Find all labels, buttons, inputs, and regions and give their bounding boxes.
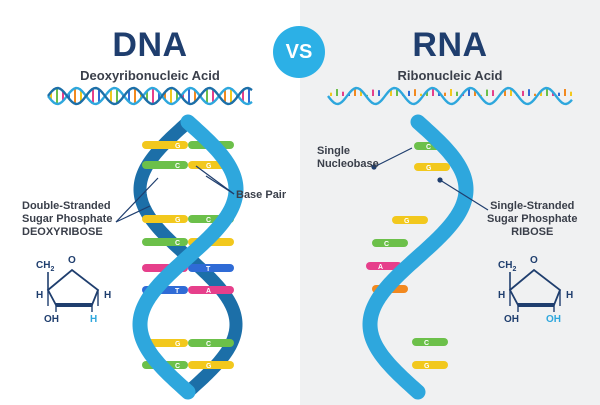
callout-lines xyxy=(115,147,489,223)
rna-strand-callout xyxy=(439,179,489,211)
rna-base: G xyxy=(414,163,450,172)
rna-strand-label-line1: Single-Stranded xyxy=(490,200,575,212)
dna-sugar-h-bottom: H xyxy=(90,314,97,325)
rna-base-bar xyxy=(372,239,408,247)
dna-strand-label-line1: Double-Stranded xyxy=(22,200,111,212)
rna-base-letter: G xyxy=(426,165,432,172)
rna-base: G xyxy=(412,361,448,370)
rna-base-letter: G xyxy=(404,218,410,225)
dna-sugar-h-right: H xyxy=(104,290,111,301)
dna-base-letter-left: C xyxy=(175,363,180,370)
dna-strand-callout-2 xyxy=(115,177,159,223)
dna-strand-callout xyxy=(115,205,151,223)
mini-strand-2 xyxy=(47,86,253,106)
rna-sugar-h-right: H xyxy=(566,290,573,301)
dna-base-letter-left: G xyxy=(175,341,181,348)
mini-dna-icon xyxy=(47,86,253,106)
rna-sugar-oh-bottom: OH xyxy=(546,314,561,325)
nucleobase-label-line2: Nucleobase xyxy=(317,158,379,170)
rna-panel xyxy=(300,0,600,405)
svg-text:CH2: CH2 xyxy=(498,260,516,273)
rna-base-letter: C xyxy=(424,340,429,347)
dna-base-right xyxy=(188,339,234,347)
rna-strand xyxy=(362,114,474,400)
dna-subtitle: Deoxyribonucleic Acid xyxy=(80,68,220,83)
dna-base-letter-right: T xyxy=(206,266,211,273)
mini-strand xyxy=(47,86,253,106)
rna-strand-label-line2: Sugar Phosphate xyxy=(487,213,578,225)
mini-rna-icon xyxy=(327,86,573,106)
rna-strand-label-line3: RIBOSE xyxy=(511,226,554,238)
rna-strand-label: Single-Stranded Sugar Phosphate RIBOSE xyxy=(487,200,577,239)
rna-base: A xyxy=(366,262,402,271)
rna-base-bar xyxy=(366,262,402,270)
dna-base-left xyxy=(142,238,188,246)
dna-base-right xyxy=(188,286,234,294)
rna-strand-callout-dot xyxy=(437,177,443,183)
base-pair-label: Base Pair xyxy=(236,189,287,201)
rna-base-letter: C xyxy=(384,241,389,248)
dna-strand-front xyxy=(132,114,244,400)
rna-base-bar xyxy=(412,338,448,346)
dna-base-letter-left: G xyxy=(175,217,181,224)
rna-base-letter: C xyxy=(426,144,431,151)
rna-sugar-oh: OH xyxy=(504,314,519,325)
dna-base-letter-left: T xyxy=(175,288,180,295)
rna-base-bar xyxy=(414,163,450,171)
dna-sugar-ch2: CH xyxy=(36,260,50,271)
mini-strand xyxy=(327,86,573,106)
dna-title: DNA xyxy=(112,26,188,64)
dna-base-letter-right: G xyxy=(206,363,212,370)
rna-base-bar xyxy=(392,216,428,224)
dna-base-right xyxy=(188,264,234,272)
rna-title: RNA xyxy=(412,26,488,64)
rna-base: G xyxy=(392,216,428,225)
dna-sugar-o: O xyxy=(68,255,76,266)
dna-strand-label-line2: Sugar Phosphate xyxy=(22,213,113,225)
dna-base-letter-right: G xyxy=(206,163,212,170)
rna-sugar-ch2: CH xyxy=(498,260,512,271)
vs-badge: VS xyxy=(273,26,325,78)
dna-strand-label: Double-Stranded Sugar Phosphate DEOXYRIB… xyxy=(22,200,112,239)
svg-text:CH2: CH2 xyxy=(36,260,54,273)
rna-sugar-h-left: H xyxy=(498,290,505,301)
rna-base: C xyxy=(412,338,448,347)
rna-base-bar xyxy=(412,361,448,369)
dna-base-letter-right: A xyxy=(206,288,211,295)
dna-sugar-oh: OH xyxy=(44,314,59,325)
dna-base-letter-right: C xyxy=(206,217,211,224)
dna-sugar-h-left: H xyxy=(36,290,43,301)
rna-base-letter: A xyxy=(378,264,383,271)
nucleobase-callout-dot xyxy=(371,164,377,170)
ribose-structure: CH2 O H H OH OH xyxy=(498,255,573,325)
rna-base: C xyxy=(372,239,408,248)
rna-sugar-o: O xyxy=(530,255,538,266)
rna-subtitle: Ribonucleic Acid xyxy=(397,68,503,83)
dna-base-left xyxy=(142,215,188,223)
dna-base-letter-left: G xyxy=(175,143,181,150)
nucleobase-label: Single Nucleobase xyxy=(317,145,379,171)
dna-base-left xyxy=(142,161,188,169)
nucleobase-callout xyxy=(373,147,413,168)
dna-base-right xyxy=(188,361,234,369)
nucleobase-label-line1: Single xyxy=(317,145,351,157)
deoxyribose-structure: CH2 O H H OH H xyxy=(36,255,111,325)
dna-base-left xyxy=(142,141,188,149)
dna-strand-label-line3: DEOXYRIBOSE xyxy=(22,226,103,238)
base-pair-callout-2 xyxy=(195,165,235,195)
rna-base-letter: G xyxy=(424,363,430,370)
dna-base-letter-left: C xyxy=(175,163,180,170)
dna-base-letter-right: C xyxy=(206,341,211,348)
dna-base-letter-left: C xyxy=(175,240,180,247)
